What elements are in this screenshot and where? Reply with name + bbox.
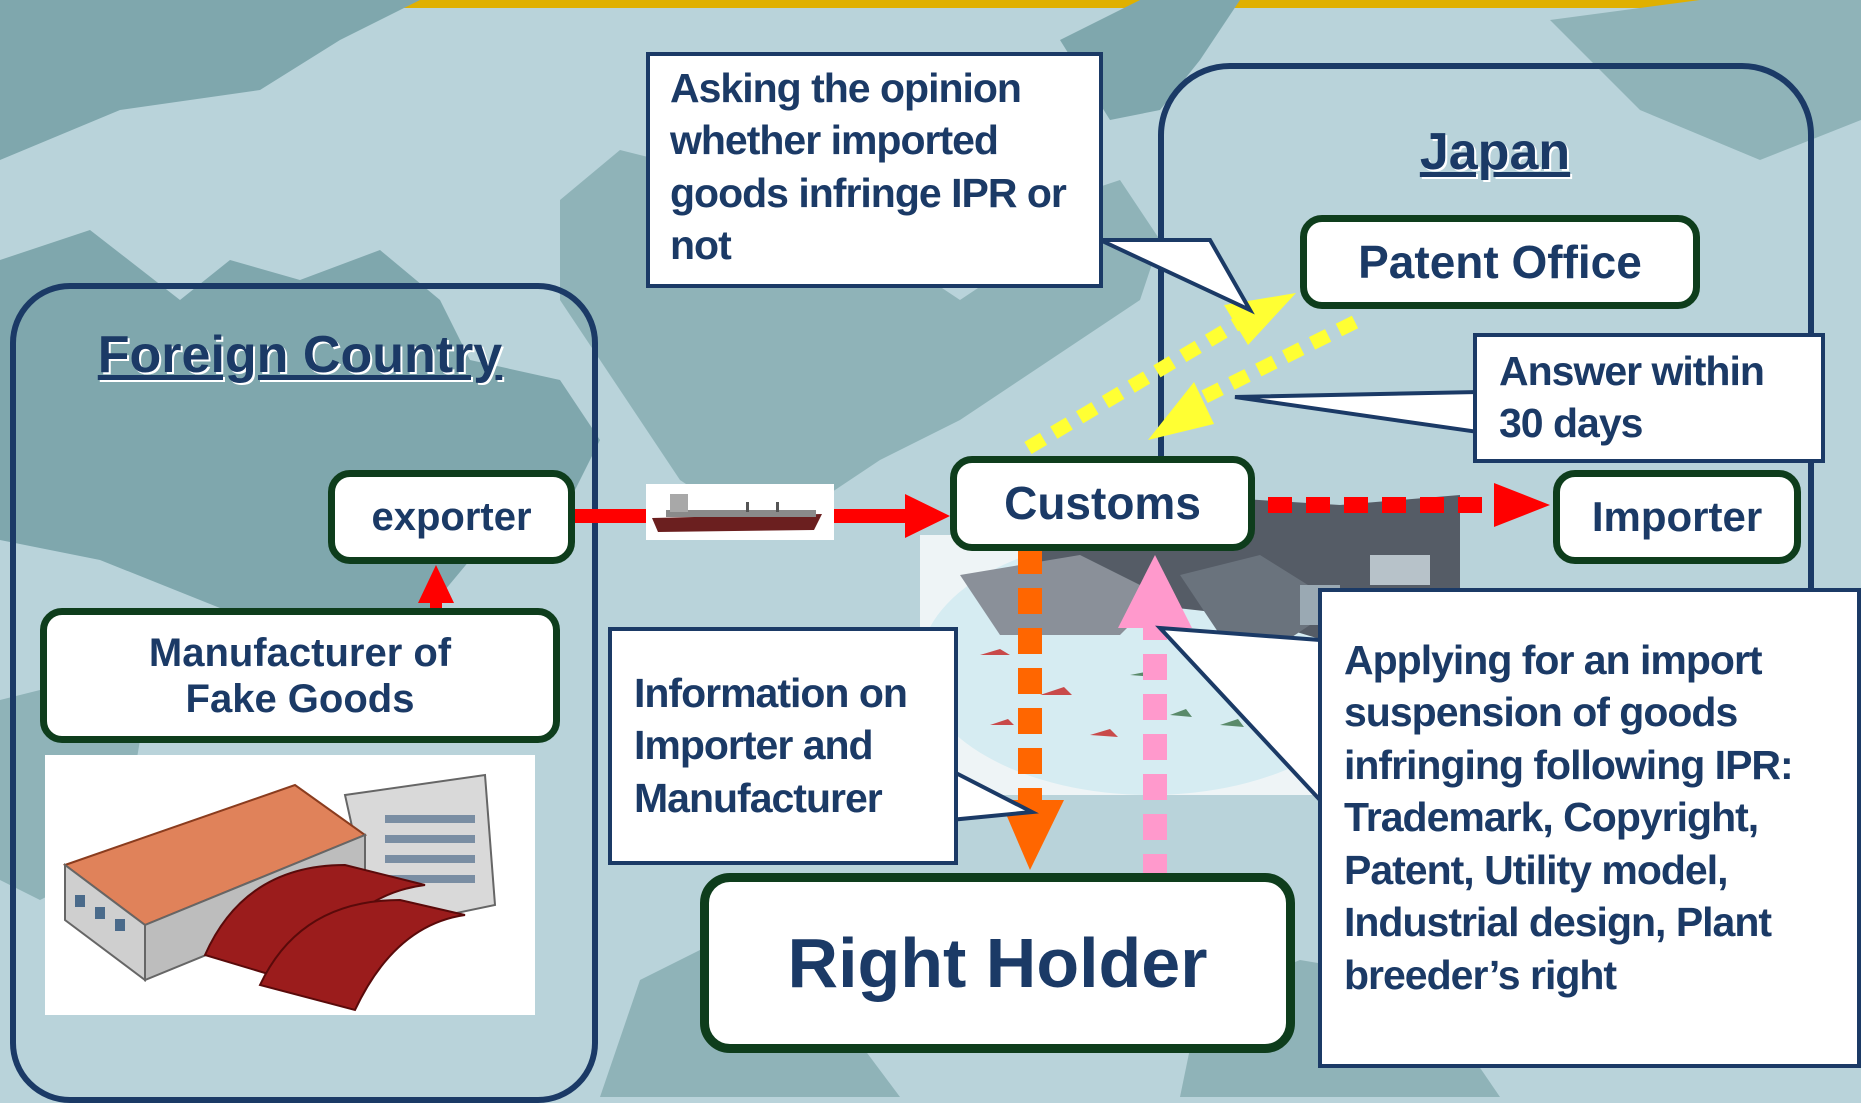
- applying-line-6: Industrial design, Plant: [1344, 899, 1772, 946]
- customs-label: Customs: [1004, 477, 1201, 530]
- opinion-callout: Asking the opinion whether imported good…: [646, 52, 1103, 288]
- applying-line-2: suspension of goods: [1344, 689, 1738, 736]
- right-holder-node: Right Holder: [700, 873, 1295, 1053]
- answer-line-2: 30 days: [1499, 400, 1643, 447]
- manufacturer-label-line1: Manufacturer of: [148, 630, 452, 675]
- exporter-node: exporter: [328, 470, 575, 564]
- patent-office-node: Patent Office: [1300, 215, 1700, 309]
- opinion-answer-arrow: [1184, 315, 1359, 412]
- applying-line-4: Trademark, Copyright,: [1344, 794, 1759, 841]
- manufacturer-label-line2: Fake Goods: [185, 676, 415, 721]
- foreign-country-title: Foreign Country: [97, 326, 503, 384]
- applying-line-7: breeder’s right: [1344, 951, 1617, 998]
- importer-label: Importer: [1591, 492, 1763, 540]
- applying-line-1: Applying for an import: [1344, 637, 1763, 683]
- opinion-line-4: not: [670, 222, 732, 269]
- applying-line-3: infringing following IPR:: [1344, 741, 1794, 788]
- information-line-1: Information on: [634, 670, 908, 716]
- factory-illustration: [45, 755, 535, 1015]
- opinion-request-arrow: [1024, 315, 1244, 455]
- customs-node: Customs: [950, 456, 1255, 551]
- japan-title: Japan: [1419, 123, 1571, 181]
- opinion-line-1: Asking the opinion: [670, 65, 1022, 111]
- manufacturer-node: Manufacturer of Fake Goods: [40, 608, 560, 743]
- applying-line-5: Patent, Utility model,: [1344, 846, 1729, 893]
- information-callout: Information on Importer and Manufacturer: [608, 627, 958, 865]
- opinion-line-3: goods infringe IPR or: [670, 169, 1067, 216]
- right-holder-label: Right Holder: [787, 923, 1208, 1002]
- information-line-3: Manufacturer: [634, 774, 883, 821]
- answer-line-1: Answer within: [1499, 348, 1765, 394]
- cargo-ship-icon: [646, 484, 834, 540]
- applying-callout: Applying for an import suspension of goo…: [1318, 588, 1861, 1068]
- opinion-line-2: whether imported: [670, 117, 999, 164]
- information-line-2: Importer and: [634, 722, 874, 769]
- importer-node: Importer: [1553, 470, 1801, 564]
- patent-office-label: Patent Office: [1358, 235, 1642, 288]
- exporter-label: exporter: [371, 495, 532, 539]
- top-bar: [0, 0, 1861, 8]
- answer-callout: Answer within 30 days: [1473, 333, 1825, 463]
